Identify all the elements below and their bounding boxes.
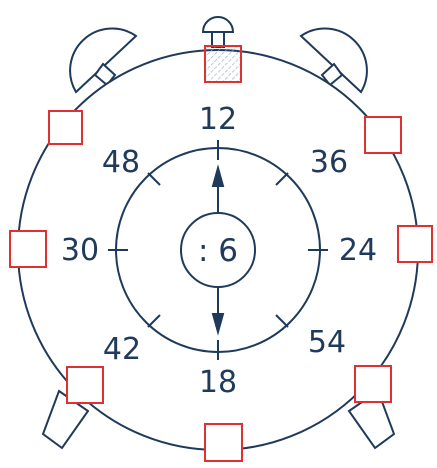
number-lower-right: 54 (308, 325, 346, 360)
number-upper-right: 36 (310, 145, 348, 180)
number-bottom: 18 (199, 365, 237, 400)
answer-box-bottom[interactable] (205, 424, 242, 461)
center-operation: : 6 (198, 233, 238, 269)
answer-box-upper-right[interactable] (365, 117, 401, 153)
answer-box-left[interactable] (10, 231, 46, 267)
number-lower-left: 42 (103, 332, 141, 367)
answer-box-lower-left[interactable] (67, 367, 103, 403)
number-top: 12 (199, 102, 237, 137)
answer-box-upper-left[interactable] (49, 111, 82, 144)
number-upper-left: 48 (102, 145, 140, 180)
number-right: 24 (339, 233, 377, 268)
answer-box-top[interactable] (205, 46, 241, 82)
number-left: 30 (61, 233, 99, 268)
answer-box-lower-right[interactable] (355, 366, 391, 402)
answer-box-right[interactable] (398, 226, 432, 262)
top-knob (203, 17, 233, 47)
